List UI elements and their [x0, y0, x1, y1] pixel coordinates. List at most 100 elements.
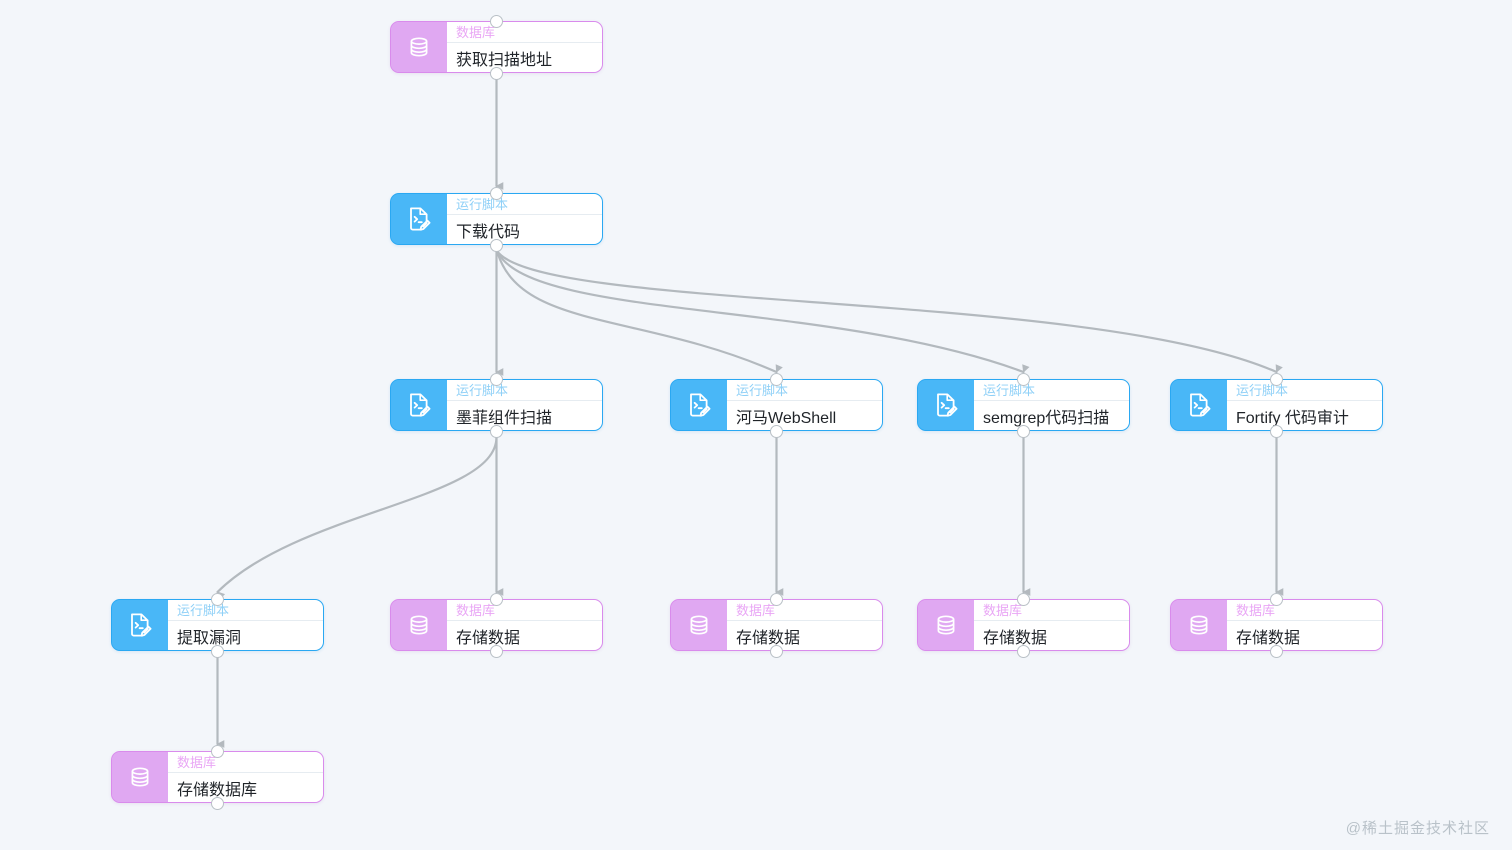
database-icon	[1171, 600, 1227, 650]
workflow-node-n12[interactable]: 数据库存储数据库	[111, 744, 324, 810]
node-port-bottom[interactable]	[770, 644, 783, 658]
node-kind-label: 运行脚本	[447, 380, 602, 401]
workflow-node-n10[interactable]: 数据库存储数据	[917, 592, 1130, 658]
node-port-top[interactable]	[1270, 372, 1283, 386]
node-kind-label: 数据库	[1227, 600, 1382, 621]
node-frame: 运行脚本下载代码	[390, 193, 603, 245]
run-script-icon	[112, 600, 168, 650]
node-title: 提取漏洞	[177, 629, 242, 647]
node-frame: 运行脚本提取漏洞	[111, 599, 324, 651]
node-frame: 数据库存储数据	[917, 599, 1130, 651]
node-port-top[interactable]	[490, 372, 503, 386]
run-script-icon	[1171, 380, 1227, 430]
node-body: 运行脚本下载代码	[447, 194, 602, 244]
node-port-bottom[interactable]	[490, 644, 503, 658]
node-frame: 数据库存储数据	[1170, 599, 1383, 651]
workflow-node-n2[interactable]: 运行脚本下载代码	[390, 186, 603, 252]
node-body: 数据库存储数据库	[168, 752, 323, 802]
node-title: 存储数据	[736, 629, 801, 647]
node-port-bottom[interactable]	[490, 66, 503, 80]
node-body: 运行脚本河马WebShell	[727, 380, 882, 430]
node-port-bottom[interactable]	[1017, 644, 1030, 658]
node-title: 存储数据	[456, 629, 521, 647]
workflow-edge-e5[interactable]	[495, 249, 1283, 374]
workflow-node-n4[interactable]: 运行脚本河马WebShell	[670, 372, 883, 438]
node-body: 运行脚本提取漏洞	[168, 600, 323, 650]
workflow-node-n11[interactable]: 数据库存储数据	[1170, 592, 1383, 658]
node-port-bottom[interactable]	[1270, 644, 1283, 658]
node-port-top[interactable]	[770, 592, 783, 606]
node-port-bottom[interactable]	[770, 424, 783, 438]
database-icon	[112, 752, 168, 802]
workflow-node-n8[interactable]: 数据库存储数据	[390, 592, 603, 658]
run-script-icon	[391, 194, 447, 244]
workflow-edge-e6[interactable]	[216, 435, 498, 600]
database-icon	[671, 600, 727, 650]
node-port-top[interactable]	[1017, 372, 1030, 386]
node-port-top[interactable]	[770, 372, 783, 386]
node-body: 数据库存储数据	[447, 600, 602, 650]
node-title: 存储数据	[1236, 629, 1301, 647]
workflow-node-n7[interactable]: 运行脚本提取漏洞	[111, 592, 324, 658]
run-script-icon	[671, 380, 727, 430]
node-port-bottom[interactable]	[490, 238, 503, 252]
node-frame: 数据库获取扫描地址	[390, 21, 603, 73]
workflow-node-n6[interactable]: 运行脚本 Fortify 代码审计	[1170, 372, 1383, 438]
node-body: 数据库获取扫描地址	[447, 22, 602, 72]
node-kind-label: 运行脚本	[447, 194, 602, 215]
node-title: 墨菲组件扫描	[456, 409, 553, 427]
node-port-top[interactable]	[490, 592, 503, 606]
node-frame: 运行脚本墨菲组件扫描	[390, 379, 603, 431]
node-port-top[interactable]	[1017, 592, 1030, 606]
workflow-edge-e3[interactable]	[495, 249, 783, 374]
node-body: 数据库存储数据	[974, 600, 1129, 650]
node-port-top[interactable]	[490, 186, 503, 200]
node-title: 下载代码	[456, 223, 521, 241]
workflow-node-n9[interactable]: 数据库存储数据	[670, 592, 883, 658]
node-port-top[interactable]	[211, 592, 224, 606]
node-port-bottom[interactable]	[1017, 424, 1030, 438]
node-body: 运行脚本 Fortify 代码审计	[1227, 380, 1382, 430]
node-title: 河马WebShell	[736, 409, 837, 427]
node-port-bottom[interactable]	[211, 796, 224, 810]
node-port-top[interactable]	[211, 744, 224, 758]
workflow-node-n3[interactable]: 运行脚本墨菲组件扫描	[390, 372, 603, 438]
node-kind-label: 数据库	[727, 600, 882, 621]
node-kind-label: 运行脚本	[727, 380, 882, 401]
watermark: @稀土掘金技术社区	[1345, 820, 1490, 837]
node-kind-label: 运行脚本	[1227, 380, 1382, 401]
workflow-node-n1[interactable]: 数据库获取扫描地址	[390, 14, 603, 80]
database-icon	[391, 22, 447, 72]
node-title: Fortify 代码审计	[1236, 409, 1349, 427]
node-title: 存储数据	[983, 629, 1048, 647]
node-port-bottom[interactable]	[211, 644, 224, 658]
node-kind-label: 数据库	[447, 22, 602, 43]
node-kind-label: 数据库	[168, 752, 323, 773]
node-port-bottom[interactable]	[1270, 424, 1283, 438]
node-port-bottom[interactable]	[490, 424, 503, 438]
node-kind-label: 数据库	[447, 600, 602, 621]
database-icon	[391, 600, 447, 650]
node-kind-label: 数据库	[974, 600, 1129, 621]
node-port-top[interactable]	[1270, 592, 1283, 606]
node-frame: 运行脚本河马WebShell	[670, 379, 883, 431]
node-title: 获取扫描地址	[456, 51, 553, 69]
node-body: 运行脚本墨菲组件扫描	[447, 380, 602, 430]
node-frame: 数据库存储数据	[390, 599, 603, 651]
node-title: 存储数据库	[177, 781, 258, 799]
node-frame: 运行脚本 Fortify 代码审计	[1170, 379, 1383, 431]
node-body: 数据库存储数据	[1227, 600, 1382, 650]
run-script-icon	[918, 380, 974, 430]
node-frame: 数据库存储数据库	[111, 751, 324, 803]
node-kind-label: 运行脚本	[168, 600, 323, 621]
run-script-icon	[391, 380, 447, 430]
node-kind-label: 运行脚本	[974, 380, 1129, 401]
node-port-top[interactable]	[490, 14, 503, 28]
node-body: 数据库存储数据	[727, 600, 882, 650]
node-frame: 数据库存储数据	[670, 599, 883, 651]
workflow-edge-e4[interactable]	[495, 249, 1030, 374]
